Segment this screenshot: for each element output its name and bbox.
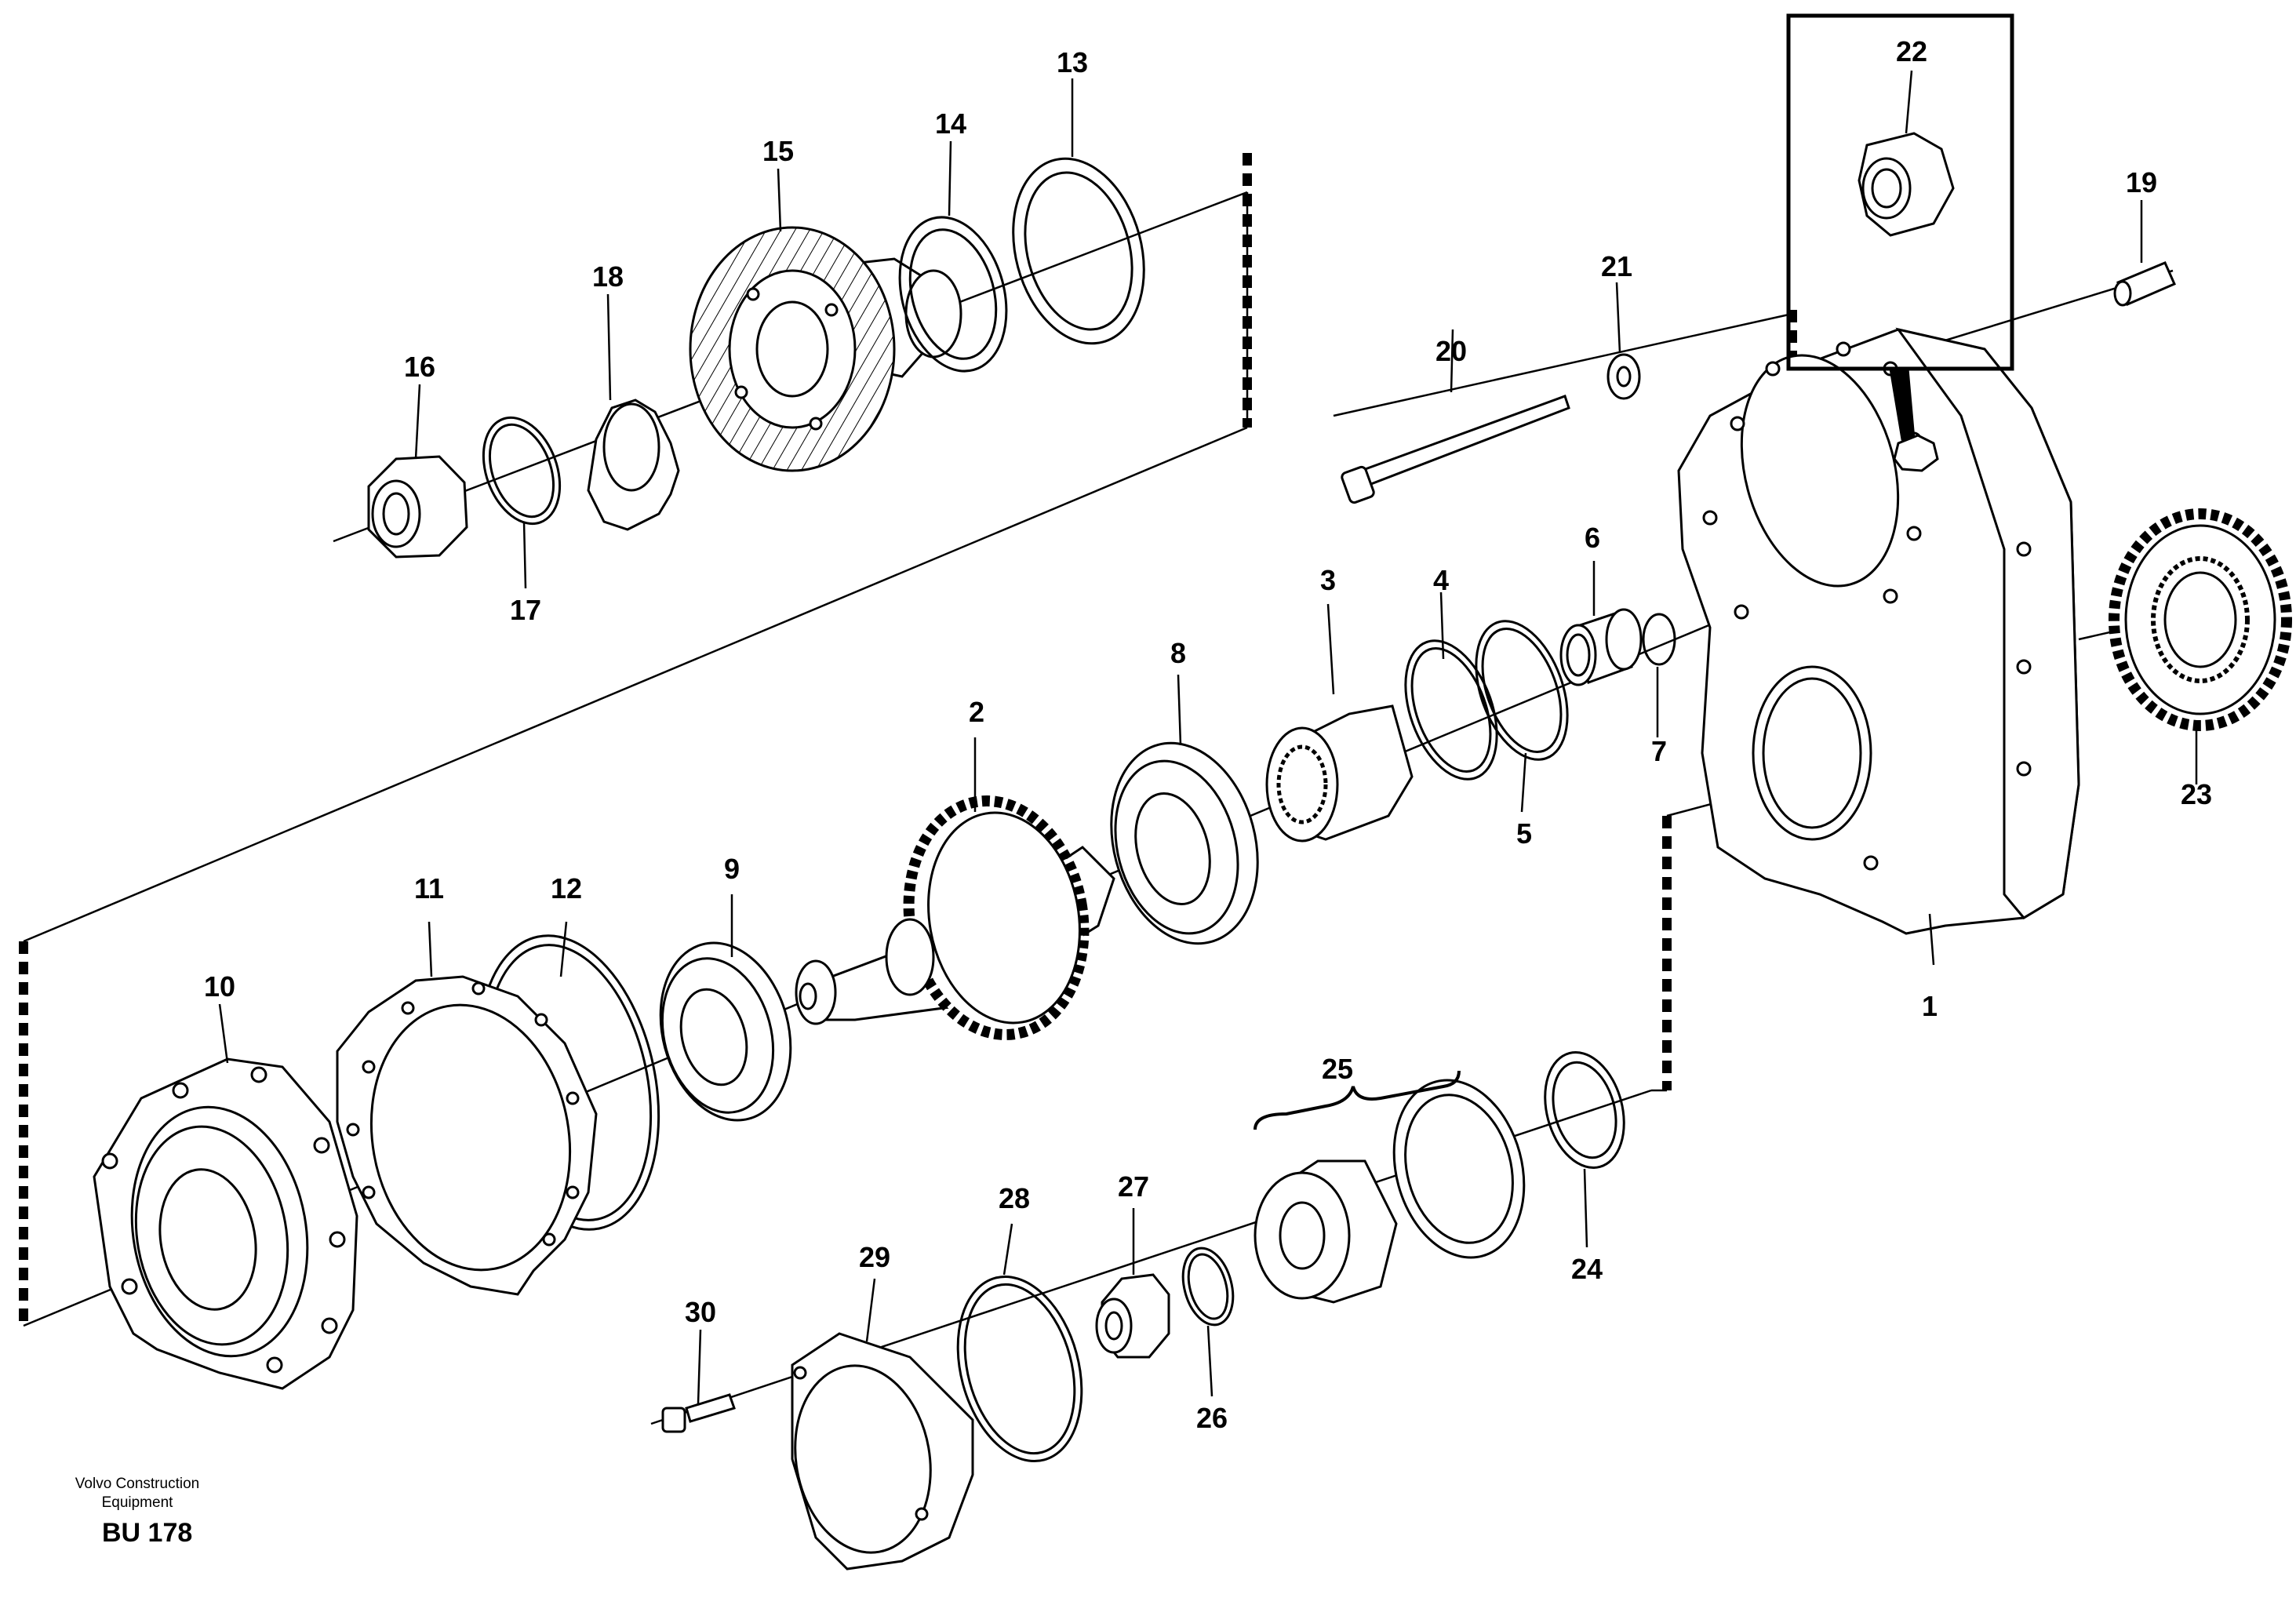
part-22-installed-nut (1893, 434, 1939, 472)
part-10-cover (93, 1057, 358, 1390)
callout-18: 18 (592, 260, 624, 293)
part-1-housing (1677, 327, 2080, 935)
part-30-bolt (661, 1393, 736, 1433)
part-22-nut (1858, 132, 1955, 237)
callout-21: 21 (1601, 250, 1632, 282)
part-4-o-ring (1404, 639, 1498, 781)
part-27-nut (1095, 1273, 1170, 1359)
leader-lines (218, 70, 2198, 1405)
callout-7: 7 (1651, 735, 1667, 767)
callout-12: 12 (551, 872, 582, 904)
callout-11: 11 (414, 872, 444, 904)
callout-4: 4 (1433, 564, 1449, 596)
part-15-flange (689, 226, 962, 472)
part-23-gear (2109, 508, 2292, 731)
callout-20: 20 (1435, 335, 1467, 367)
callout-16: 16 (404, 351, 435, 383)
drawing-code: BU 178 (102, 1518, 193, 1548)
callout-2: 2 (969, 696, 984, 728)
callout-9: 9 (724, 853, 740, 885)
company-caption: Volvo Construction Equipment (39, 1475, 235, 1512)
part-25-brace (1254, 1070, 1461, 1130)
callout-29: 29 (859, 1241, 890, 1273)
company-line-1: Volvo Construction (75, 1476, 200, 1492)
part-20-bolt (1341, 395, 1570, 504)
company-line-2: Equipment (101, 1494, 173, 1511)
callout-6: 6 (1585, 522, 1600, 554)
part-14-seal-ring (898, 216, 1008, 373)
part-3-coupling (1265, 704, 1414, 843)
callout-8: 8 (1170, 637, 1186, 669)
callout-3: 3 (1320, 564, 1336, 596)
part-18-lock-washer (587, 399, 680, 531)
callout-5: 5 (1516, 817, 1532, 850)
callout-15: 15 (762, 135, 794, 167)
part-25-bearing-assembly (1254, 1079, 1526, 1304)
callout-24: 24 (1571, 1253, 1603, 1285)
part-11-gasket (336, 975, 598, 1296)
callout-26: 26 (1196, 1402, 1228, 1434)
part-19-dowel-pin (2113, 261, 2176, 307)
part-21-washer (1606, 353, 1641, 400)
part-2-shaft-gear (795, 795, 1115, 1040)
part-5-circlip (1475, 620, 1569, 761)
part-24-seal (1544, 1050, 1625, 1170)
callout-23: 23 (2181, 778, 2212, 810)
part-28-o-ring (956, 1275, 1083, 1463)
callout-14: 14 (935, 107, 966, 140)
callout-22: 22 (1896, 35, 1927, 67)
part-7-circlip (1642, 613, 1676, 666)
callout-17: 17 (510, 594, 541, 626)
part-6-needle-bearing (1559, 608, 1643, 686)
callout-13: 13 (1057, 46, 1088, 78)
callout-10: 10 (204, 970, 235, 1003)
callout-27: 27 (1118, 1170, 1149, 1203)
callout-1: 1 (1922, 990, 1938, 1022)
part-9-bearing (659, 941, 792, 1122)
callout-30: 30 (685, 1296, 716, 1328)
callout-28: 28 (999, 1182, 1030, 1214)
callout-25: 25 (1322, 1053, 1353, 1085)
callout-labels: 1 2 3 4 5 6 7 8 9 10 11 12 13 14 15 16 1… (204, 35, 2212, 1434)
part-8-bearing (1110, 741, 1259, 945)
callout-19: 19 (2126, 166, 2157, 198)
part-17-circlip (482, 416, 562, 526)
part-26-circlip (1181, 1247, 1235, 1327)
part-29-cap (791, 1332, 974, 1571)
part-16-lock-nut (367, 455, 468, 559)
part-13-bearing-cup (1012, 157, 1145, 345)
